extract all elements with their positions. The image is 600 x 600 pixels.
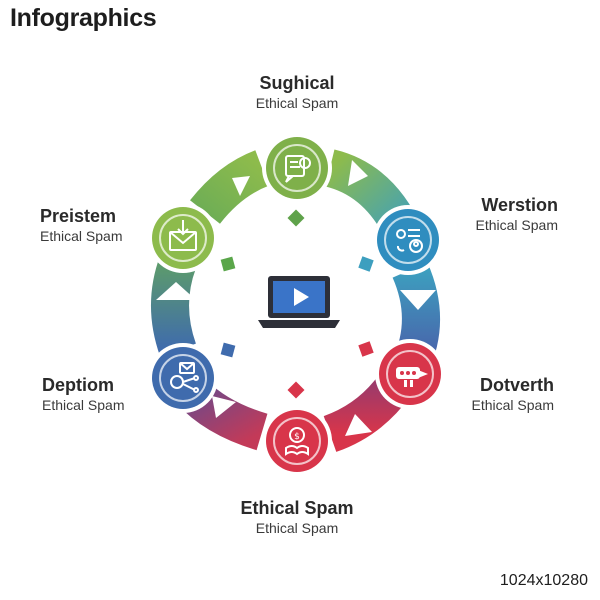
mail-network-icon (170, 362, 199, 393)
ring-segment-top-left (190, 150, 270, 225)
arrowhead-3 (345, 414, 372, 436)
node-title: Preistem (40, 206, 117, 226)
node-subtitle: Ethical Spam (475, 217, 558, 233)
money-book-icon: $ (285, 427, 309, 456)
node-title: Werstion (481, 195, 558, 215)
node-title: Deptiom (42, 375, 114, 395)
node-title: Sughical (259, 73, 335, 93)
node-circle-ethical-spam: $ (262, 406, 332, 476)
marker-top-right (358, 256, 374, 272)
marker-bottom-right (358, 341, 374, 357)
node-circle-preistem (148, 203, 218, 273)
node-subtitle: Ethical Spam (471, 397, 554, 413)
node-title: Ethical Spam (240, 498, 354, 518)
marker-bottom (287, 381, 305, 399)
node-label-dotverth: Dotverth Ethical Spam (374, 374, 554, 414)
node-circle-deptiom (148, 343, 218, 413)
node-label-werstion: Werstion Ethical Spam (378, 194, 558, 234)
node-label-ethical-spam: Ethical Spam Ethical Spam (207, 497, 387, 537)
ribbon-badge-icon (396, 367, 428, 387)
inner-markers (220, 209, 374, 399)
node-subtitle: Ethical Spam (255, 95, 339, 111)
laptop-play-icon (258, 276, 340, 328)
node-circle-sughical (262, 133, 332, 203)
document-chat-icon (285, 155, 311, 183)
node-subtitle: Ethical Spam (42, 397, 125, 413)
dimensions-caption: 1024x10280 (499, 572, 588, 589)
node-subtitle: Ethical Spam (255, 520, 339, 536)
node-circle-dotverth (375, 339, 445, 409)
marker-bottom-left (220, 342, 236, 358)
marker-top (287, 209, 305, 227)
mail-download-icon (169, 220, 197, 251)
arrowhead-5 (156, 282, 196, 300)
arrowhead-1 (348, 160, 368, 186)
node-label-deptiom: Deptiom Ethical Spam (42, 374, 222, 414)
node-subtitle: Ethical Spam (40, 228, 123, 244)
node-label-preistem: Preistem Ethical Spam (40, 205, 220, 245)
node-circle-werstion (373, 205, 443, 275)
ring-arrowheads (156, 160, 436, 436)
arrowhead-6 (232, 176, 250, 196)
arrowhead-4 (212, 396, 236, 418)
ring-segment-left (151, 255, 197, 357)
user-settings-icon (396, 229, 423, 253)
marker-top-left (220, 256, 236, 272)
page-title: Infographics (10, 4, 157, 32)
svg-text:$: $ (294, 432, 300, 442)
node-title: Dotverth (479, 375, 554, 395)
node-label-sughical: Sughical Ethical Spam (207, 72, 387, 112)
arrowhead-2 (400, 290, 436, 310)
